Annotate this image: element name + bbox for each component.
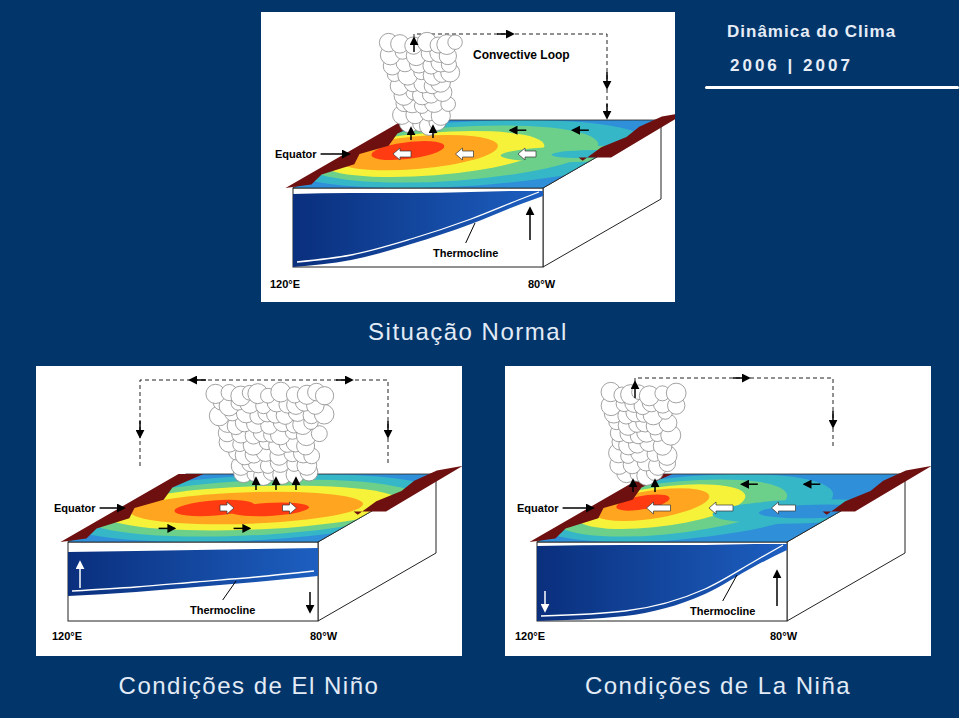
longitude-label: 80°W bbox=[528, 277, 555, 291]
box-front bbox=[68, 542, 318, 621]
water-layer bbox=[68, 548, 318, 596]
flow-arrow bbox=[529, 208, 531, 240]
flow-arrow bbox=[776, 571, 778, 606]
convective-loop bbox=[140, 380, 388, 466]
sst-band bbox=[220, 503, 319, 517]
flow-arrow bbox=[606, 104, 608, 118]
leader-line bbox=[723, 575, 737, 601]
wind-arrow bbox=[647, 502, 671, 514]
flow-arrow bbox=[100, 507, 124, 509]
cloud-puff bbox=[315, 387, 333, 405]
panel-caption: Condições de El Niño bbox=[119, 672, 380, 700]
flow-arrow bbox=[336, 379, 352, 381]
flow-arrow bbox=[432, 126, 434, 138]
cloud bbox=[206, 382, 334, 485]
longitude-label: 80°W bbox=[770, 629, 797, 643]
landmass bbox=[348, 466, 462, 515]
flow-arrow bbox=[497, 33, 513, 35]
cloud-puff bbox=[448, 35, 462, 49]
date-label: 2006 | 2007 bbox=[730, 56, 853, 76]
longitude-label: 120°E bbox=[52, 629, 82, 643]
thermocline-line bbox=[297, 192, 539, 262]
flow-arrow bbox=[190, 379, 206, 381]
longitude-label: 120°E bbox=[270, 277, 300, 291]
panel: Condições de El NiñoEquatorThermocline12… bbox=[36, 366, 462, 656]
panel: Condições de La NiñaEquatorThermocline12… bbox=[505, 366, 931, 656]
flow-arrow bbox=[742, 483, 758, 485]
wind-arrow bbox=[283, 502, 297, 514]
thermocline-line bbox=[72, 571, 314, 591]
flow-arrow bbox=[413, 38, 415, 52]
flow-arrow bbox=[234, 528, 250, 530]
flow-arrow bbox=[309, 592, 311, 612]
cloud bbox=[601, 382, 686, 485]
landmass bbox=[817, 466, 931, 515]
sst-band bbox=[293, 125, 639, 182]
flow-arrow bbox=[654, 480, 656, 492]
flow-arrow bbox=[410, 128, 412, 140]
wind-arrow bbox=[772, 502, 796, 514]
sst-band bbox=[694, 499, 905, 523]
panel-caption: Situação Normal bbox=[368, 318, 568, 346]
wind-arrow bbox=[220, 502, 234, 514]
loop-label: Convective Loop bbox=[473, 48, 570, 62]
land bbox=[530, 466, 932, 542]
flow-arrow bbox=[632, 480, 634, 492]
wind-arrow bbox=[393, 148, 411, 160]
sst-band bbox=[488, 146, 661, 162]
flow-arrow bbox=[634, 382, 636, 398]
leader-line bbox=[223, 581, 236, 600]
equator-label: Equator bbox=[517, 501, 559, 515]
flow-arrow bbox=[563, 507, 593, 509]
flow-arrow bbox=[321, 153, 349, 155]
thermocline-label: Thermocline bbox=[433, 246, 498, 260]
cloud bbox=[379, 32, 462, 135]
flow-arrow bbox=[275, 478, 277, 490]
flow-arrow bbox=[804, 483, 820, 485]
equator-label: Equator bbox=[275, 147, 317, 161]
flow-arrow bbox=[139, 421, 141, 437]
equator-label: Equator bbox=[54, 501, 96, 515]
flow-arrow bbox=[544, 591, 546, 611]
wind-arrow bbox=[518, 148, 536, 160]
water-layer bbox=[293, 191, 543, 267]
sst-band bbox=[537, 479, 826, 536]
longitude-label: 80°W bbox=[310, 629, 337, 643]
flow-arrow bbox=[573, 129, 589, 131]
flow-arrow bbox=[295, 478, 297, 490]
flow-arrow bbox=[387, 421, 389, 437]
wind-arrow bbox=[709, 502, 733, 514]
flow-arrow bbox=[255, 478, 257, 490]
box-front bbox=[293, 188, 543, 267]
convective-loop bbox=[414, 34, 607, 122]
cloud-puff bbox=[666, 383, 686, 403]
flow-arrow bbox=[510, 129, 526, 131]
flow-arrow bbox=[606, 72, 608, 88]
water-layer bbox=[537, 544, 787, 621]
box-front bbox=[537, 542, 787, 621]
landmass bbox=[573, 112, 675, 161]
leader-line bbox=[466, 223, 475, 243]
wind-arrow bbox=[456, 148, 474, 160]
land bbox=[61, 466, 463, 542]
flow-arrow bbox=[79, 562, 81, 588]
panel: Situação NormalConvective LoopEquatorThe… bbox=[261, 12, 675, 302]
land bbox=[286, 112, 676, 188]
longitude-label: 120°E bbox=[515, 629, 545, 643]
sst-band bbox=[293, 131, 577, 177]
title-rule bbox=[705, 86, 959, 89]
thermocline-label: Thermocline bbox=[690, 604, 755, 618]
convective-loop bbox=[635, 378, 833, 466]
slide-title: Dinâmica do Clima bbox=[727, 22, 896, 42]
flow-arrow bbox=[159, 528, 175, 530]
flow-arrow bbox=[733, 377, 749, 379]
thermocline-label: Thermocline bbox=[190, 603, 255, 617]
flow-arrow bbox=[832, 411, 834, 427]
panel-caption: Condições de La Niña bbox=[585, 672, 851, 700]
